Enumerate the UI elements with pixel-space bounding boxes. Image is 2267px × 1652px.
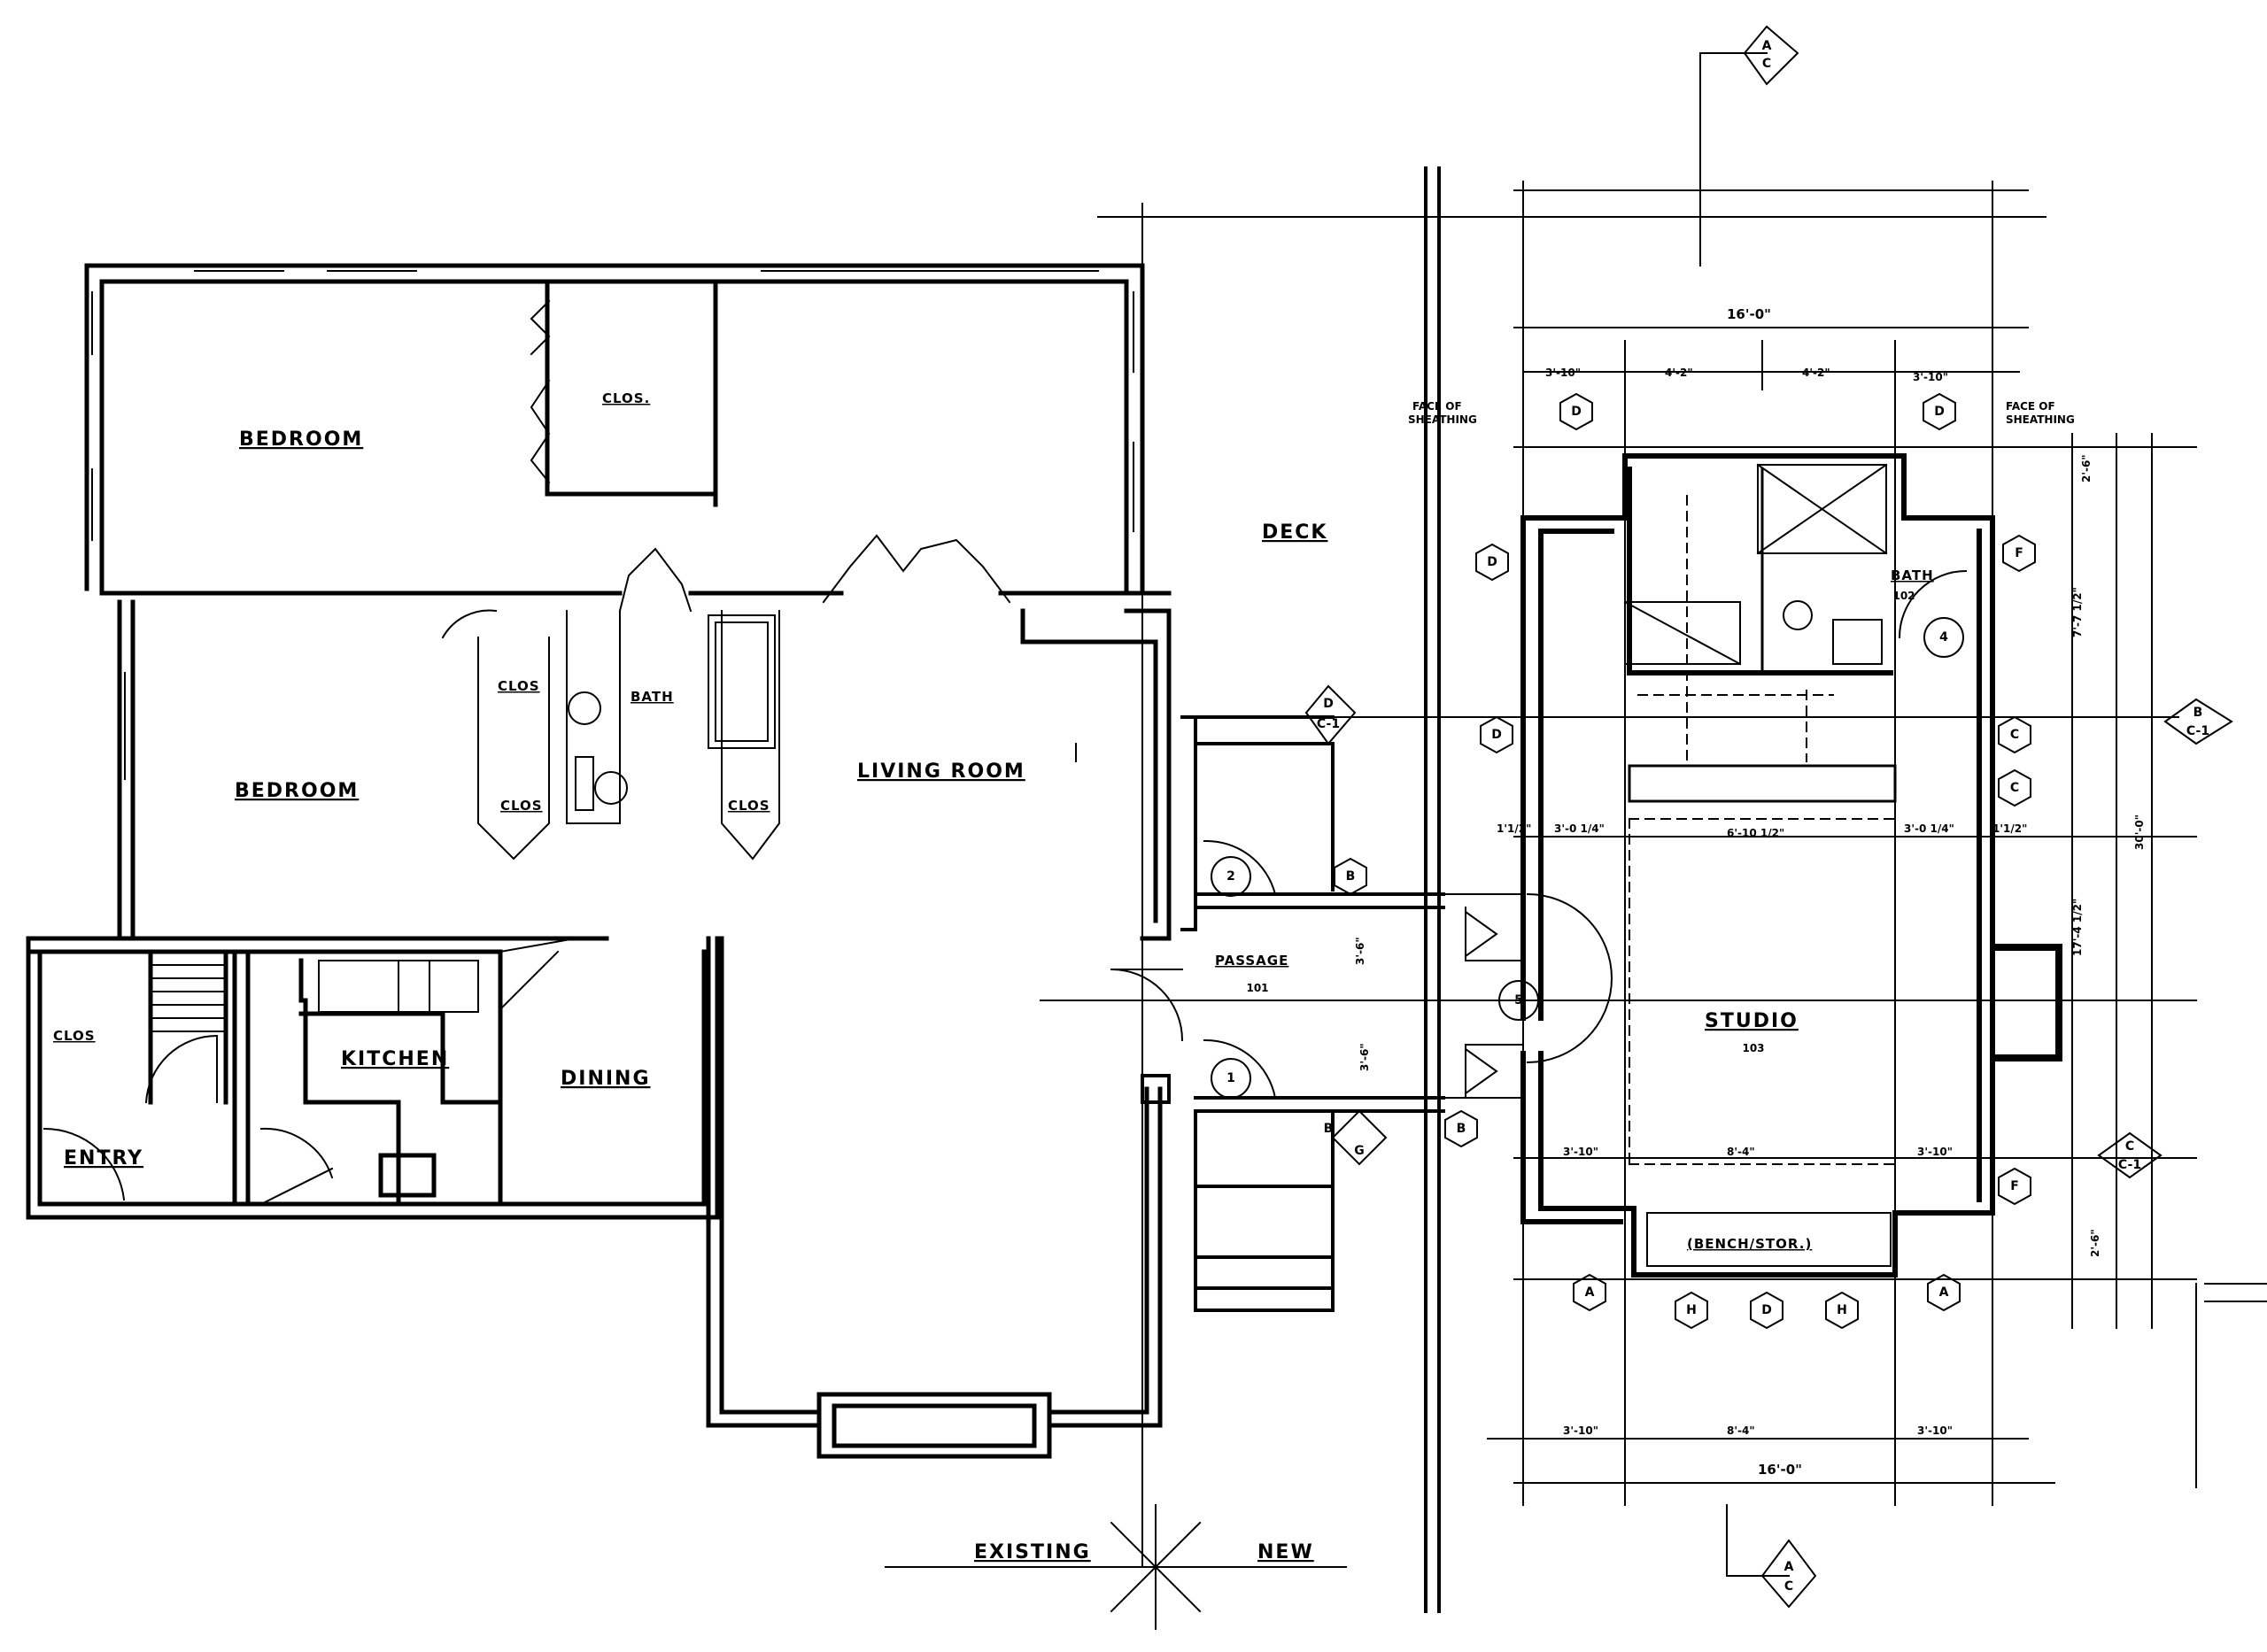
section-right-letter: B — [2193, 706, 2203, 720]
section-deck-letter: D — [1323, 697, 1334, 711]
tag-window-c1: C — [2010, 728, 2019, 742]
label-face-right-1: FACE OF — [2006, 400, 2055, 413]
section-bottom-letter: A — [1784, 1560, 1794, 1574]
room-bath: BATH — [631, 689, 674, 705]
room-bath-new-number: 102 — [1892, 590, 1915, 602]
dimension-lines — [885, 52, 2267, 1630]
section-markers: A C A C B C-1 D C-1 C C-1 — [1317, 39, 2209, 1594]
dim-top-3: 4'-2" — [1802, 367, 1830, 379]
label-face-left-1: FACE OF — [1412, 400, 1462, 413]
dim-right-4: 30'-0" — [2133, 814, 2146, 850]
room-closet-entry: CLOS — [53, 1028, 96, 1044]
tag-shapes — [1211, 25, 2233, 1609]
dim-mid-5: 1'1/2" — [1992, 822, 2027, 835]
studio-walls — [1520, 453, 2062, 1278]
room-bench: (BENCH/STOR.) — [1687, 1236, 1812, 1252]
room-closet-c: CLOS — [728, 798, 770, 814]
tag-window-d2: D — [1934, 405, 1945, 419]
section-bottom-sheet: C — [1784, 1579, 1793, 1594]
tag-window-d4: D — [1761, 1303, 1772, 1317]
room-bedroom-top: BEDROOM — [239, 428, 363, 451]
tag-window-c2: C — [2010, 781, 2019, 795]
room-passage-number: 101 — [1246, 982, 1268, 994]
tag-door-5: 5 — [1514, 993, 1523, 1007]
dim-bot-2: 8'-4" — [1727, 1424, 1755, 1437]
label-existing: EXISTING — [974, 1541, 1091, 1563]
room-passage: PASSAGE — [1215, 953, 1288, 969]
room-deck: DECK — [1262, 521, 1327, 544]
tag-window-h1: H — [1686, 1303, 1697, 1317]
tag-window-g: G — [1354, 1144, 1365, 1158]
tag-door-2: 2 — [1226, 869, 1235, 884]
room-kitchen: KITCHEN — [341, 1048, 449, 1070]
dim-passage-2: 3'-6" — [1358, 1043, 1371, 1071]
section-top-sheet: C — [1762, 57, 1771, 71]
room-closet-top: CLOS. — [602, 390, 650, 406]
room-studio-number: 103 — [1742, 1042, 1764, 1054]
tag-window-f1: F — [2015, 546, 2023, 560]
dim-top-4: 3'-10" — [1913, 371, 1948, 383]
dim-right-5: 2'-6" — [2089, 1229, 2101, 1257]
label-new: NEW — [1257, 1541, 1314, 1563]
dim-bottom-overall: 16'-0" — [1758, 1462, 1802, 1478]
room-bedroom-mid: BEDROOM — [235, 780, 359, 802]
dim-low-1: 3'-10" — [1563, 1146, 1598, 1158]
label-face-left-2: SHEATHING — [1408, 413, 1477, 426]
dim-top-overall: 16'-0" — [1727, 306, 1771, 322]
tag-door-4: 4 — [1939, 630, 1948, 645]
tag-window-d1: D — [1571, 405, 1582, 419]
room-closet-a: CLOS — [498, 678, 540, 694]
dim-right-2: 7'-7 1/2" — [2071, 587, 2084, 637]
room-bath-new: BATH — [1891, 567, 1934, 583]
section-right-low-letter: C — [2125, 1139, 2134, 1154]
room-closet-b: CLOS — [500, 798, 543, 814]
dim-right-3: 17'-4 1/2" — [2071, 899, 2084, 956]
dim-mid-1: 1'1/2" — [1497, 822, 1531, 835]
section-top-letter: A — [1762, 39, 1772, 53]
dim-top-2: 4'-2" — [1665, 367, 1693, 379]
dim-low-3: 3'-10" — [1917, 1146, 1953, 1158]
dim-mid-2: 3'-0 1/4" — [1554, 822, 1605, 835]
dim-mid-4: 3'-0 1/4" — [1904, 822, 1954, 835]
room-entry: ENTRY — [64, 1147, 143, 1170]
section-right-sheet: C-1 — [2186, 724, 2209, 738]
room-living: LIVING ROOM — [857, 760, 1025, 783]
tag-window-d3: D — [1487, 555, 1497, 569]
dim-top-1: 3'-10" — [1545, 367, 1581, 379]
tag-window-b1: B — [1346, 869, 1356, 884]
room-studio: STUDIO — [1705, 1010, 1799, 1032]
dim-right-1: 2'-6" — [2080, 454, 2093, 482]
tag-window-a2: A — [1939, 1285, 1949, 1300]
existing-walls — [26, 263, 1172, 1459]
label-face-right-2: SHEATHING — [2006, 413, 2075, 426]
tag-window-a1: A — [1585, 1285, 1595, 1300]
section-right-low-sheet: C-1 — [2118, 1158, 2141, 1172]
dim-bot-3: 3'-10" — [1917, 1424, 1953, 1437]
dim-low-2: 8'-4" — [1727, 1146, 1755, 1158]
dim-bot-1: 3'-10" — [1563, 1424, 1598, 1437]
dim-passage-1: 3'-6" — [1354, 937, 1366, 965]
room-dining: DINING — [561, 1068, 651, 1090]
tag-window-h2: H — [1837, 1303, 1847, 1317]
tag-labels: 2 1 4 5 D D D D D F F C C A A H H B B B … — [1226, 405, 2023, 1317]
tag-window-b3: B — [1324, 1122, 1334, 1136]
tag-window-d5: D — [1491, 728, 1502, 742]
tag-window-f2: F — [2010, 1179, 2019, 1193]
existing-details — [43, 270, 1134, 1206]
dimension-labels: 16'-0" 3'-10" 4'-2" 4'-2" 3'-10" 1'1/2" … — [1354, 306, 2146, 1478]
room-labels: BEDROOM CLOS. BEDROOM CLOS CLOS CLOS BAT… — [53, 390, 2075, 1563]
dim-mid-3: 6'-10 1/2" — [1727, 827, 1784, 839]
tag-door-1: 1 — [1226, 1071, 1235, 1085]
section-deck-sheet: C-1 — [1317, 717, 1340, 731]
tag-window-b2: B — [1457, 1122, 1466, 1136]
